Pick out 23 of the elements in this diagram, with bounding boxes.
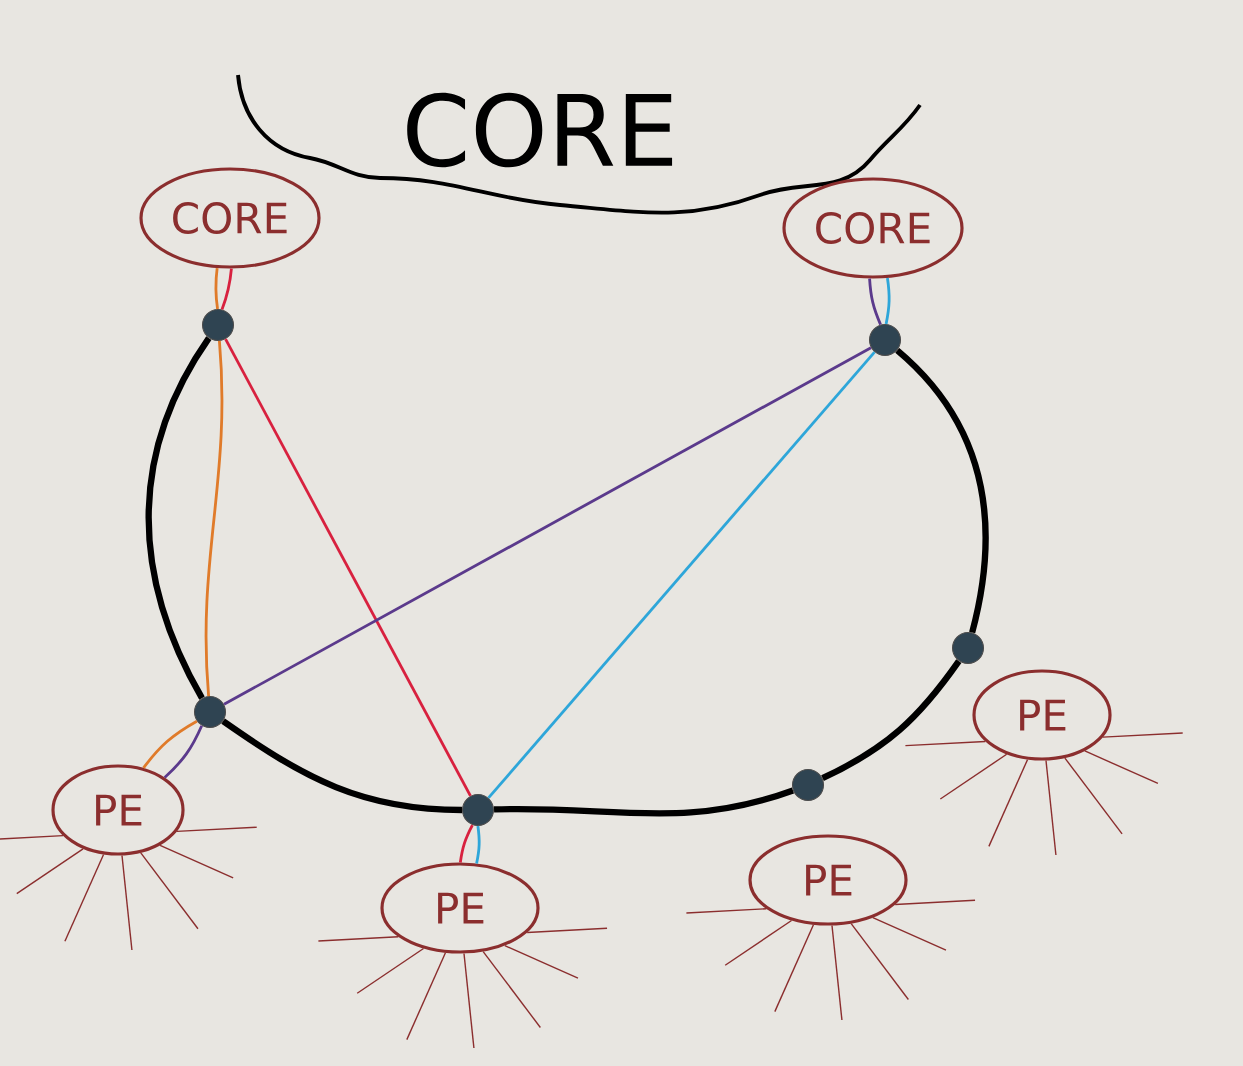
link-line xyxy=(214,267,219,310)
link-line xyxy=(223,346,872,706)
connection-dot xyxy=(462,794,495,827)
connection-dot xyxy=(952,632,985,665)
link-line xyxy=(163,725,203,779)
link-line xyxy=(884,277,891,325)
link-line xyxy=(475,825,481,864)
connection-dot xyxy=(869,324,902,357)
connection-dot xyxy=(194,696,227,729)
ring-link xyxy=(821,659,962,782)
link-line xyxy=(204,340,224,697)
ring-link xyxy=(493,787,794,817)
ring-link xyxy=(145,336,212,700)
link-line xyxy=(220,268,233,310)
link-line xyxy=(487,351,876,799)
link-line xyxy=(142,719,198,769)
connection-dot xyxy=(202,309,235,342)
link-line xyxy=(868,278,882,326)
link-line xyxy=(224,338,472,797)
ring-link xyxy=(221,718,463,814)
link-line xyxy=(458,824,474,863)
connection-dot xyxy=(792,769,825,802)
ring-link xyxy=(895,348,989,634)
